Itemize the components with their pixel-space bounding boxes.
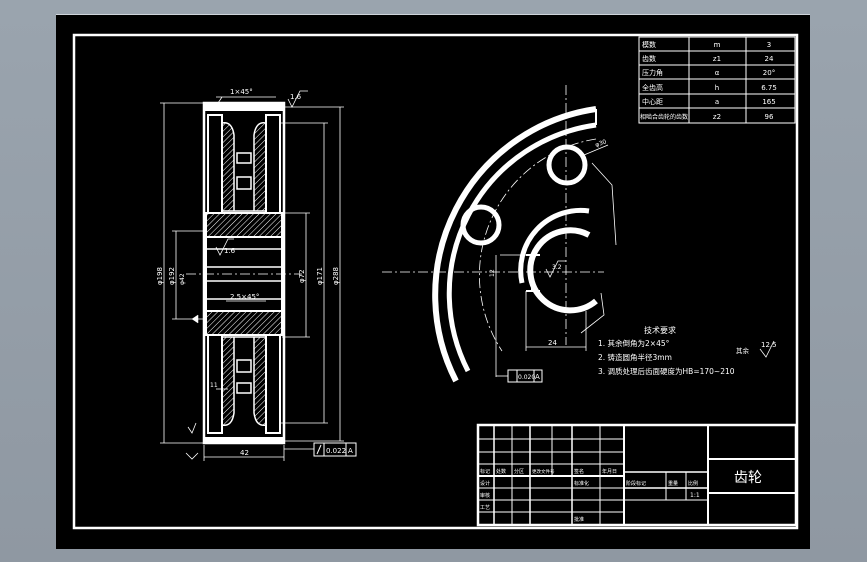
drawing-border	[72, 33, 799, 530]
param-symbol-2: α	[715, 69, 720, 77]
runout-datum: A	[348, 447, 353, 455]
section-view	[160, 90, 357, 461]
param-value-0: 3	[767, 41, 771, 49]
gear-drawing: 模数 m 3 齿数 z1 24 压力角 α 20° 全齿高 h 6.75 中心距…	[72, 33, 799, 530]
param-symbol-5: z2	[713, 113, 721, 121]
dim-hole-diameter: φ30	[594, 138, 607, 149]
param-name-5: 相啮合齿轮的齿数	[640, 113, 688, 121]
param-symbol-3: h	[715, 84, 719, 92]
symmetry-value: 0.020	[518, 374, 535, 381]
front-view-labels: φ30 12 3.2 24 0.020 A	[489, 138, 608, 381]
tech-requirements: 技术要求 1. 其余倒角为2×45° 2. 铸造圆角半径3mm 3. 调质处理后…	[598, 325, 777, 376]
section-view-labels: 1×45° 1.6 φ198 φ192 φ42 φ72 φ171 φ288 1.…	[156, 88, 353, 457]
dim-chamfer-bore: 2.5×45°	[230, 293, 259, 301]
title-block	[476, 423, 798, 527]
tb-label-mark: 标记	[480, 468, 490, 475]
title-block-labels: 标记 处数 分区 更改文件号 签名 年月日 设计 标准化 审核 工艺 批准 阶段…	[480, 468, 762, 523]
param-value-3: 6.75	[761, 84, 777, 92]
param-name-1: 齿数	[642, 54, 656, 63]
dim-web-diameter: φ171	[316, 267, 324, 285]
tech-req-title: 技术要求	[644, 325, 676, 335]
dim-rim-thickness: 11	[210, 382, 218, 389]
tb-label-weight: 重量	[668, 480, 678, 487]
other-roughness-value: 12.5	[761, 341, 777, 349]
dim-bore-diameter: φ42	[179, 273, 186, 285]
param-name-3: 全齿高	[642, 83, 663, 92]
tb-scale-value: 1:1	[690, 492, 700, 499]
param-value-2: 20°	[763, 69, 775, 77]
dim-roughness-top: 1.6	[290, 93, 302, 101]
param-name-4: 中心距	[642, 97, 663, 106]
other-roughness-label: 其余	[736, 346, 750, 355]
tb-label-date: 年月日	[602, 468, 617, 475]
tb-label-zone: 分区	[514, 468, 524, 475]
roughness-symbol	[759, 340, 775, 358]
front-view	[382, 85, 617, 383]
param-symbol-4: a	[715, 98, 719, 106]
tb-label-review: 审核	[480, 492, 490, 499]
dim-keyway-roughness: 3.2	[552, 264, 562, 271]
tb-label-stage: 阶段标记	[626, 480, 646, 487]
param-value-4: 165	[762, 98, 775, 106]
dim-keyway-width: 12	[489, 269, 496, 277]
runout-value: 0.022	[326, 447, 346, 455]
symmetry-datum: A	[535, 373, 540, 381]
parameter-table: 模数 m 3 齿数 z1 24 压力角 α 20° 全齿高 h 6.75 中心距…	[638, 36, 796, 124]
tb-label-approve: 批准	[574, 516, 584, 523]
dim-chamfer-top: 1×45°	[230, 88, 253, 96]
tb-label-standard: 标准化	[574, 480, 589, 487]
param-value-5: 96	[765, 113, 774, 121]
tb-label-design: 设计	[480, 480, 490, 487]
tech-req-item-3: 3. 调质处理后齿面硬度为HB=170~210	[598, 366, 735, 376]
tb-label-sign: 签名	[574, 468, 584, 475]
dim-tip-diameter: φ198	[156, 267, 164, 285]
drawing-canvas[interactable]: 模数 m 3 齿数 z1 24 压力角 α 20° 全齿高 h 6.75 中心距…	[56, 14, 810, 549]
param-value-1: 24	[765, 55, 774, 63]
dim-hub-diameter: φ72	[298, 269, 306, 283]
dim-face-width: 42	[240, 449, 249, 457]
param-symbol-1: z1	[713, 55, 721, 63]
param-symbol-0: m	[714, 41, 721, 49]
param-name-2: 压力角	[642, 68, 663, 77]
param-name-0: 模数	[642, 40, 656, 49]
tb-label-scale: 比例	[688, 480, 698, 487]
dim-keyway-depth: 24	[548, 339, 557, 347]
dim-root-diameter: φ288	[332, 267, 340, 285]
tb-label-process: 工艺	[480, 505, 490, 511]
tb-label-change-doc: 更改文件号	[532, 468, 555, 475]
dim-reference-diameter: φ192	[168, 267, 176, 285]
dim-bore-roughness: 1.6	[224, 247, 236, 255]
tb-label-count: 处数	[496, 468, 506, 475]
tb-part-name: 齿轮	[734, 470, 762, 486]
tech-req-item-1: 1. 其余倒角为2×45°	[598, 338, 670, 348]
tech-req-item-2: 2. 铸造圆角半径3mm	[598, 352, 672, 362]
